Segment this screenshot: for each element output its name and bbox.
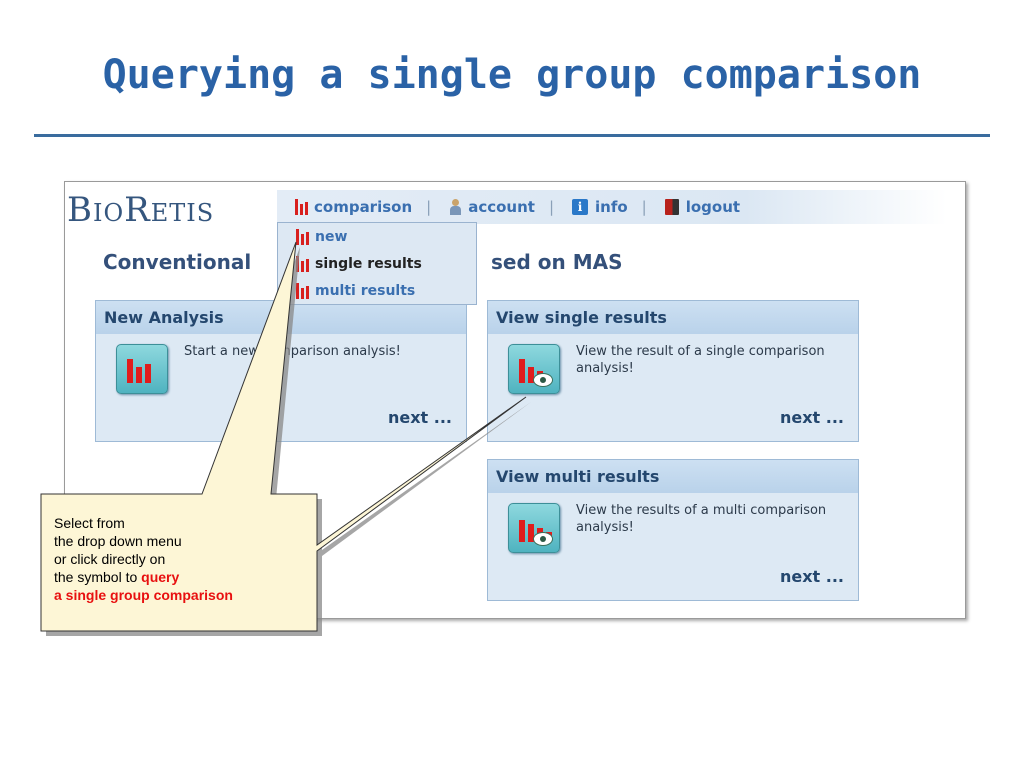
menu-item-multi-results[interactable]: multi results — [278, 277, 476, 304]
menu-item-label: new — [315, 228, 348, 245]
slide-title: Querying a single group comparison — [102, 52, 922, 98]
callout-line: the symbol to query — [54, 569, 180, 585]
nav-logout[interactable]: logout — [664, 198, 741, 216]
bar-chart-icon — [296, 282, 309, 299]
page-heading: Conventional sed on MAS — [103, 250, 622, 274]
card-view-single-results: View single results View the result of a… — [487, 300, 859, 442]
eye-icon — [533, 532, 553, 546]
info-icon: i — [572, 199, 589, 215]
nav-logout-label: logout — [685, 198, 741, 216]
nav-comparison-label: comparison — [314, 198, 413, 216]
card-description: View the result of a single comparison a… — [576, 344, 825, 376]
card-description: Start a new comparison analysis! — [184, 344, 401, 359]
menu-item-label: multi results — [315, 282, 416, 299]
nav-separator: | — [641, 198, 647, 216]
callout-text: Select from the drop down menu or click … — [54, 514, 306, 604]
next-link[interactable]: next ... — [779, 408, 844, 427]
page-heading-end: sed on MAS — [491, 250, 623, 274]
next-link[interactable]: next ... — [779, 567, 844, 586]
bar-chart-icon — [296, 228, 309, 245]
nav-account-label: account — [468, 198, 535, 216]
card-title: View multi results — [488, 460, 858, 493]
single-results-chart-eye-icon[interactable] — [508, 344, 560, 394]
menu-item-label: single results — [315, 255, 422, 272]
bioretis-logo: BIORETIS — [67, 190, 215, 230]
user-icon — [449, 199, 462, 215]
card-new-analysis: New Analysis Start a new comparison anal… — [95, 300, 467, 442]
card-view-multi-results: View multi results View the results of a… — [487, 459, 859, 601]
callout-line: or click directly on — [54, 551, 166, 567]
callout-highlight: query — [141, 569, 180, 585]
callout-highlight: a single group comparison — [54, 587, 233, 603]
page-heading-start: Conventional — [103, 250, 252, 274]
title-divider — [34, 134, 990, 137]
card-description: View the results of a multi comparison a… — [576, 503, 827, 535]
nav-info[interactable]: i info — [572, 198, 628, 216]
nav-separator: | — [548, 198, 555, 216]
multi-results-chart-eye-icon[interactable] — [508, 503, 560, 553]
card-title: View single results — [488, 301, 858, 334]
eye-icon — [533, 373, 553, 387]
comparison-dropdown-menu: new single results multi results — [277, 222, 477, 305]
next-link[interactable]: next ... — [387, 408, 452, 427]
nav-separator: | — [426, 198, 432, 216]
callout-line: Select from — [54, 515, 125, 531]
callout-line: the drop down menu — [54, 533, 182, 549]
menu-item-new[interactable]: new — [278, 223, 476, 250]
nav-account[interactable]: account — [449, 198, 535, 216]
bar-chart-icon — [295, 199, 308, 215]
bar-chart-icon — [296, 255, 309, 272]
top-nav: comparison | account | i info | logout — [277, 190, 947, 224]
nav-comparison[interactable]: comparison — [295, 198, 412, 216]
card-title: New Analysis — [96, 301, 466, 334]
new-analysis-bar-chart-icon[interactable] — [116, 344, 168, 394]
menu-item-single-results[interactable]: single results — [278, 250, 476, 277]
nav-info-label: info — [595, 198, 628, 216]
logout-door-icon — [664, 199, 679, 215]
